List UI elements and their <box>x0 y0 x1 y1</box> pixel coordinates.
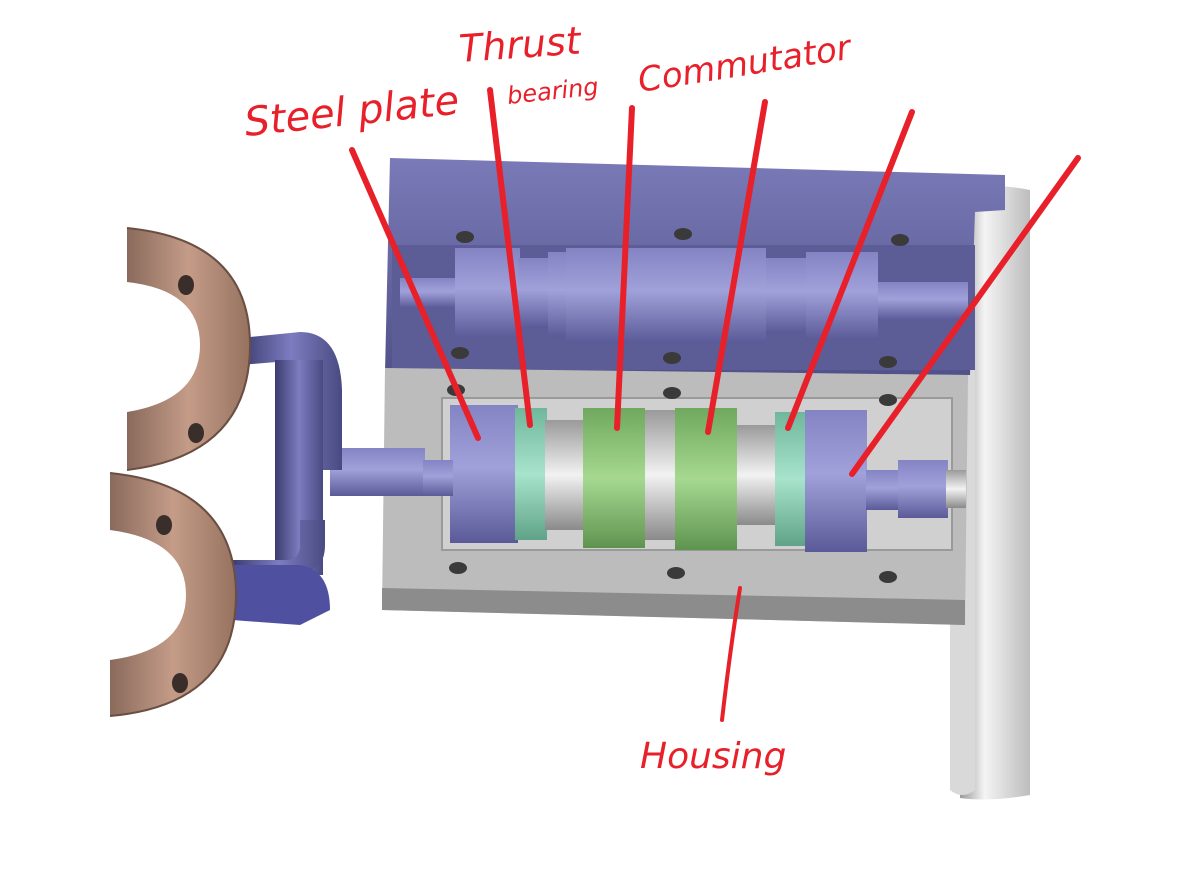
u-shaped-tube <box>232 332 342 625</box>
leader-housing <box>720 586 742 722</box>
leader-lines <box>349 87 1081 722</box>
bolt-holes <box>447 228 909 583</box>
commutator-left <box>583 408 645 548</box>
steel-plate-right <box>805 410 867 552</box>
upper-shaft-assembly <box>400 248 968 343</box>
clamp-upper <box>126 227 252 471</box>
label-thrust-line1: Thrust <box>458 18 585 71</box>
leader-steel-plate-right <box>849 155 1081 477</box>
label-housing: Housing <box>640 736 786 777</box>
leader-commutator-left <box>614 105 635 431</box>
clamp-lower <box>109 472 238 717</box>
leader-steel-plate <box>349 147 481 441</box>
leader-commutator-right <box>705 99 768 435</box>
label-thrust-line2: bearing <box>506 73 600 110</box>
output-shaft <box>330 448 453 496</box>
thrust-bearing-left <box>515 408 547 540</box>
thrust-bearing-right <box>775 412 805 546</box>
label-commutator: Commutator <box>635 27 855 100</box>
leader-thrust-bearing <box>487 87 533 428</box>
lower-shaft-assembly <box>450 405 966 552</box>
leader-thrust-bearing-right <box>785 109 915 431</box>
steel-plate-left <box>450 405 518 543</box>
label-steel-plate: Steel plate <box>242 78 461 146</box>
